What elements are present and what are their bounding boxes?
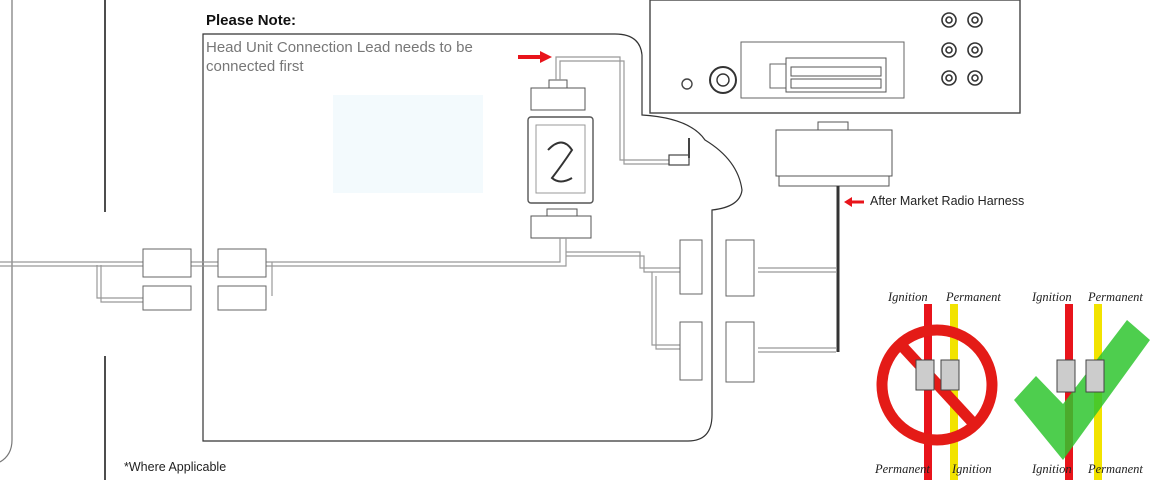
faint-panel [333,95,483,193]
correct-top-right-label: Permanent [1088,290,1143,304]
head-unit-lead [555,56,690,166]
footnote: *Where Applicable [124,460,227,474]
vehicle-connectors [142,239,755,383]
interface-module [527,79,594,239]
wrong-top-right-label: Permanent [946,290,1001,304]
vehicle-outline [202,33,743,442]
aftermarket-harness-connector [775,121,893,187]
harness-arrow-head [844,197,852,207]
wrong-bottom-right-label: Ignition [952,462,992,476]
red-arrow-head [540,51,552,63]
correct-top-left-label: Ignition [1032,290,1072,304]
correct-wiring-example [1014,304,1150,480]
wrong-top-left-label: Ignition [888,290,928,304]
left-panel-edge [0,0,106,480]
note-title: Please Note: [206,12,297,29]
note-body: Head Unit Connection Lead needs to be co… [206,39,473,75]
vehicle-cables [0,238,836,353]
harness-label: After Market Radio Harness [870,194,1025,208]
wrong-bottom-left-label: Permanent [875,462,930,476]
head-unit [649,0,1021,114]
wrong-wiring-example [876,304,998,480]
correct-bottom-right-label: Permanent [1088,462,1143,476]
correct-bottom-left-label: Ignition [1032,462,1072,476]
